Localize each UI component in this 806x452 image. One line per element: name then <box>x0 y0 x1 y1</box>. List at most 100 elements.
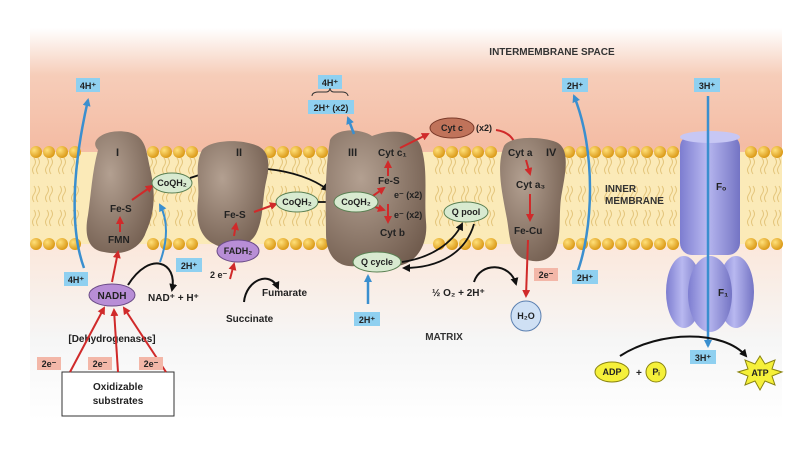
lipid-tail <box>266 209 270 227</box>
brace <box>311 87 349 97</box>
coqh2-b-label: CoQH₂ <box>282 197 312 207</box>
lipid-tail <box>62 185 66 203</box>
lipid-head <box>277 238 289 250</box>
lipid-head <box>771 146 783 158</box>
lipid-tail <box>669 209 673 227</box>
lipid-tail <box>760 157 764 175</box>
lipid-tail <box>617 185 621 203</box>
complex-iv-proton-path <box>572 94 592 277</box>
lipid-head <box>563 238 575 250</box>
oxidizable-substrates-box <box>61 371 175 417</box>
h2o-label: H₂O <box>517 311 535 321</box>
substrates-line-2: substrates <box>93 396 144 407</box>
complex-ii-shape <box>197 141 269 249</box>
lipid-tail <box>621 185 625 203</box>
lipid-tail <box>764 185 768 203</box>
lipid-tail <box>192 209 196 227</box>
lipid-tail <box>283 209 287 227</box>
lipid-tail <box>565 185 569 203</box>
lipid-tail <box>322 157 326 175</box>
lipid-head <box>745 146 757 158</box>
lipid-tail <box>747 157 751 175</box>
complex-i-label: I <box>116 147 119 159</box>
lipid-tail <box>617 209 621 227</box>
lipid-tail <box>591 209 595 227</box>
complex-i: I Fe-S FMN <box>86 131 154 283</box>
lipid-head <box>186 238 198 250</box>
lipid-head <box>433 146 445 158</box>
proton-atp-in: 3H⁺ <box>695 353 712 363</box>
lipid-tail <box>36 209 40 227</box>
lipid-tail <box>578 185 582 203</box>
lipid-tail <box>647 209 651 227</box>
inner-membrane-label-2: MEMBRANE <box>605 196 664 207</box>
proton-box-c3-in <box>354 312 380 326</box>
lipid-tail <box>621 157 625 175</box>
lipid-tail <box>608 185 612 203</box>
nadh-label: NADH <box>98 291 127 302</box>
lipid-tail <box>621 209 625 227</box>
lipid-tail <box>49 209 53 227</box>
lipid-tail <box>188 185 192 203</box>
lipid-head <box>160 146 172 158</box>
cytc-x2: (x2) <box>476 123 492 133</box>
complex-iii-label: III <box>348 147 357 159</box>
lipid-head <box>446 146 458 158</box>
lipid-tail <box>439 157 443 175</box>
complex-ii-two-e: 2 e⁻ <box>210 270 228 280</box>
pi-label: Pᵢ <box>652 367 660 377</box>
lipid-head <box>56 146 68 158</box>
lipid-tail <box>634 185 638 203</box>
lipid-head <box>615 146 627 158</box>
lipid-tail <box>777 185 781 203</box>
fo-top <box>680 131 740 143</box>
lipid-head <box>602 238 614 250</box>
lipid-tail <box>309 209 313 227</box>
o2-equation: ½ O₂ + 2H⁺ <box>432 288 485 299</box>
lipid-tail <box>569 209 573 227</box>
lipid-tail <box>45 185 49 203</box>
lipid-tail <box>318 157 322 175</box>
lipid-tail <box>58 157 62 175</box>
lipid-tail <box>270 185 274 203</box>
lipid-tail <box>673 209 677 227</box>
lipid-tail <box>309 157 313 175</box>
lipid-tail <box>448 185 452 203</box>
lipid-head <box>563 146 575 158</box>
lipid-tail <box>166 157 170 175</box>
lipid-tail <box>565 209 569 227</box>
lipid-tail <box>487 157 491 175</box>
lipid-head <box>316 146 328 158</box>
lipid-tail <box>569 185 573 203</box>
lipid-head <box>186 146 198 158</box>
f1-label: F₁ <box>718 288 728 299</box>
proton-c4-out: 2H⁺ <box>567 81 584 91</box>
lipid-tail <box>747 209 751 227</box>
lipid-head <box>654 146 666 158</box>
lipid-head <box>758 146 770 158</box>
proton-box-atp-in <box>690 350 716 364</box>
lipid-tail <box>45 209 49 227</box>
lipid-heads-bottom <box>30 238 783 250</box>
inner-membrane-label-1: INNER <box>605 184 637 195</box>
lipid-tail <box>175 157 179 175</box>
lipid-head <box>472 238 484 250</box>
lipid-tail <box>760 185 764 203</box>
complex-ii-fes: Fe-S <box>224 210 246 221</box>
lipid-head <box>290 146 302 158</box>
lipid-tail <box>153 209 157 227</box>
lipid-tail <box>569 157 573 175</box>
lipid-tail <box>595 157 599 175</box>
lipid-head <box>758 238 770 250</box>
atp-burst <box>736 355 784 392</box>
fo-subunit <box>680 135 740 255</box>
lipid-head <box>628 238 640 250</box>
lipid-head <box>459 146 471 158</box>
lipid-tail <box>465 157 469 175</box>
lipid-head <box>485 238 497 250</box>
lipid-tail <box>591 157 595 175</box>
lipid-tail <box>175 209 179 227</box>
lipid-tail <box>452 185 456 203</box>
lipid-head <box>771 238 783 250</box>
